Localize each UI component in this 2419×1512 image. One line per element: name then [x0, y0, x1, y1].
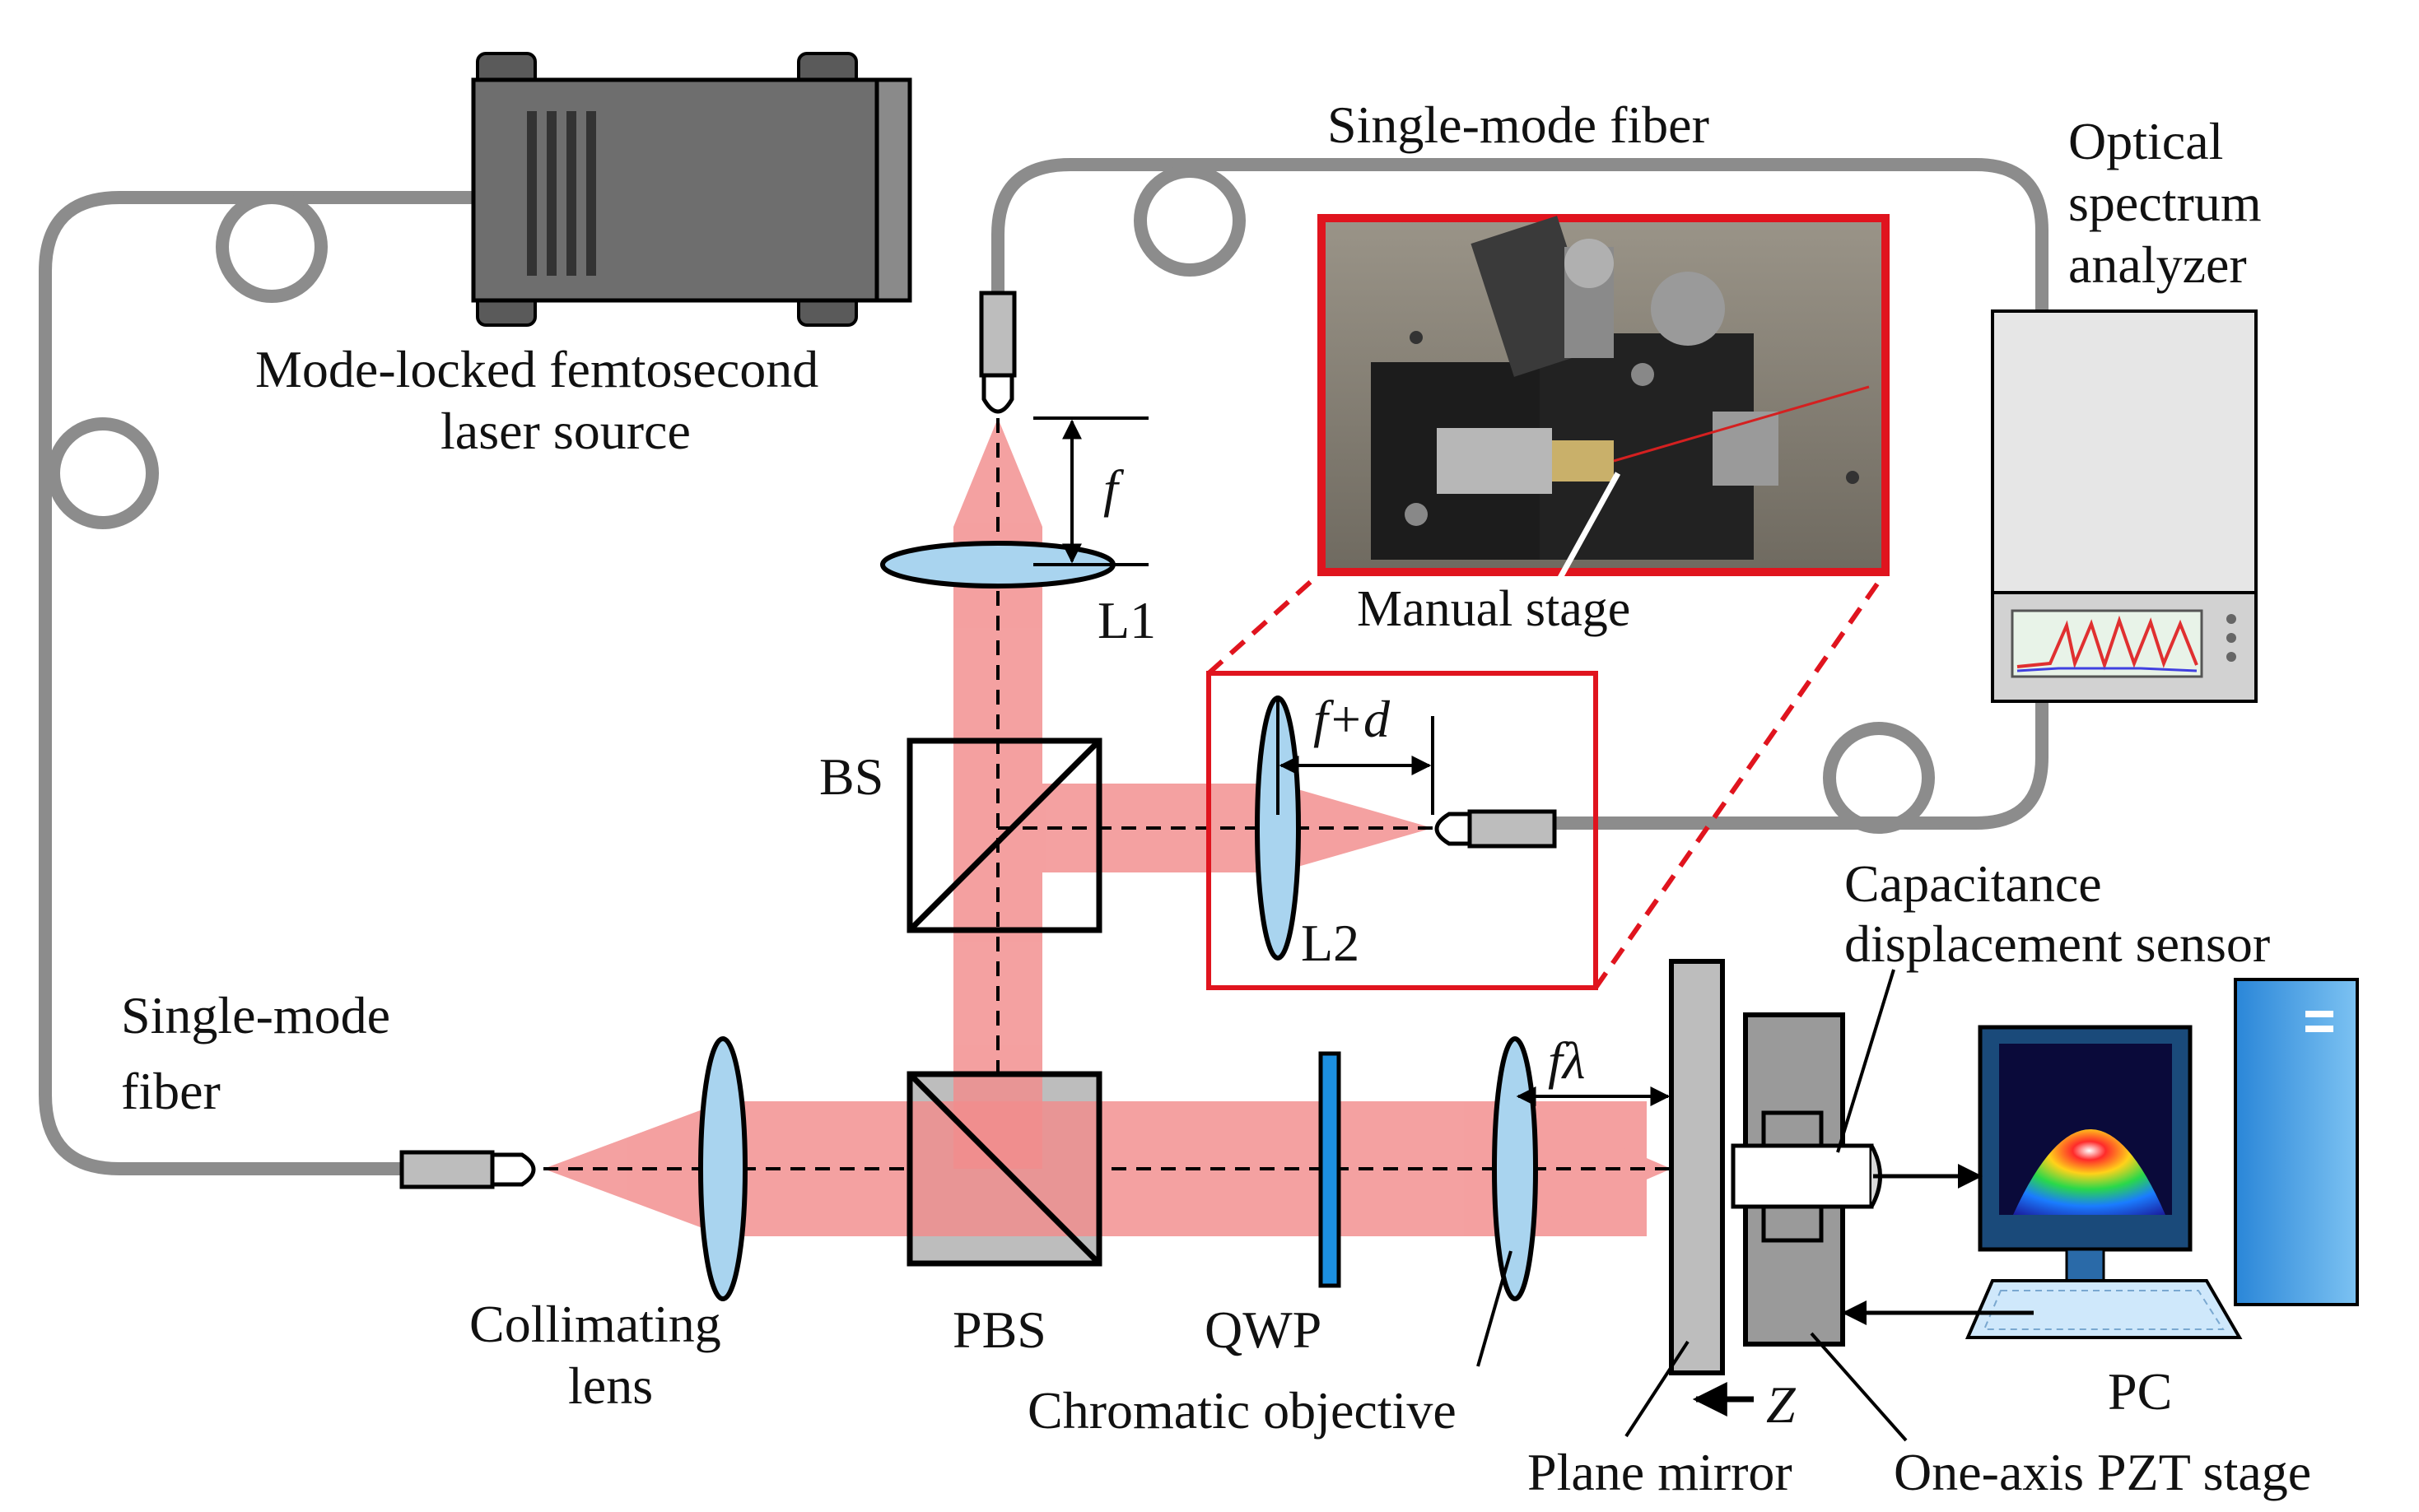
fiber-left — [39, 191, 480, 1175]
pzt-stage-label: One-axis PZT stage — [1894, 1443, 2311, 1501]
spectrum-analyzer-icon — [1991, 309, 2258, 703]
laser-label-1: Mode-locked femtosecond — [255, 340, 818, 398]
cap-sensor-label-1: Capacitance — [1844, 854, 2102, 913]
labels: Mode-locked femtosecond laser source Sin… — [121, 95, 2311, 1501]
manual-stage-photo — [1317, 214, 1890, 594]
osa-label-1: Optical — [2068, 112, 2223, 170]
l2-highlight-box — [1206, 671, 1598, 990]
collimating-label-2: lens — [568, 1356, 653, 1415]
fiber-loop-right — [1823, 722, 1935, 834]
laser-label-2: laser source — [440, 402, 691, 460]
dim-f-label: f — [1103, 459, 1125, 518]
osa-label-3: analyzer — [2068, 235, 2247, 294]
fiber-top — [991, 158, 2048, 318]
fiber-top-label: Single-mode fiber — [1327, 95, 1709, 154]
fiber-collimator-top — [979, 291, 1017, 414]
leader-chromatic — [1476, 1250, 1512, 1367]
capacitance-sensor-probe — [1731, 1143, 1874, 1209]
dimension-f-plus-d — [1276, 700, 1434, 815]
z-axis-label: Z — [1766, 1375, 1797, 1434]
fiber-loop-left-top — [216, 191, 328, 303]
chromatic-objective-label: Chromatic objective — [1028, 1381, 1457, 1440]
fiber-collimator-l2 — [1434, 809, 1557, 849]
leader-plane-mirror — [1624, 1340, 1690, 1438]
leader-pzt — [1810, 1332, 1908, 1442]
signal-arrows — [1842, 1164, 2034, 1325]
lens-l2-label: L2 — [1301, 914, 1359, 972]
lens-chromatic-objective — [1492, 1036, 1538, 1301]
manual-stage-label: Manual stage — [1357, 581, 1630, 637]
fiber-left-label-2: fiber — [121, 1062, 221, 1120]
beam-cone-left — [543, 1101, 725, 1236]
pc-label: PC — [2108, 1362, 2172, 1421]
fiber-loop-top — [1134, 165, 1246, 277]
collimating-label-1: Collimating — [469, 1295, 721, 1353]
qwp-plate — [1318, 1051, 1341, 1288]
leader-lines — [1476, 969, 1908, 1442]
plane-mirror-label: Plane mirror — [1527, 1443, 1792, 1501]
fiber-left-label-1: Single-mode — [121, 986, 390, 1044]
cap-sensor-label-2: displacement sensor — [1844, 914, 2270, 973]
pzt-stage — [1731, 1012, 1882, 1347]
lens-collimating — [698, 1036, 748, 1301]
plane-mirror — [1669, 959, 1725, 1375]
inset-connector-lines — [1206, 570, 1888, 989]
dim-flambda-label: fλ — [1548, 1031, 1586, 1090]
dimension-f — [1033, 416, 1149, 566]
laser-source-icon — [471, 52, 912, 327]
leader-cap-sensor — [1836, 969, 1895, 1153]
fiber-collimator-left — [399, 1150, 536, 1189]
osa-label-2: spectrum — [2068, 174, 2262, 232]
pbs-cube — [907, 1071, 1102, 1267]
qwp-label: QWP — [1205, 1300, 1321, 1359]
bs-label: BS — [819, 747, 883, 806]
fiber-loop-left-mid — [47, 417, 159, 529]
computer-icon — [1965, 978, 2359, 1339]
lens-l1-label: L1 — [1098, 591, 1156, 649]
fiber-lines — [39, 158, 2048, 1175]
fiber-osa-return — [1548, 695, 2048, 830]
pbs-label: PBS — [953, 1300, 1046, 1359]
bs-cube — [907, 737, 1102, 933]
dim-fd-label: f+d — [1313, 690, 1391, 748]
